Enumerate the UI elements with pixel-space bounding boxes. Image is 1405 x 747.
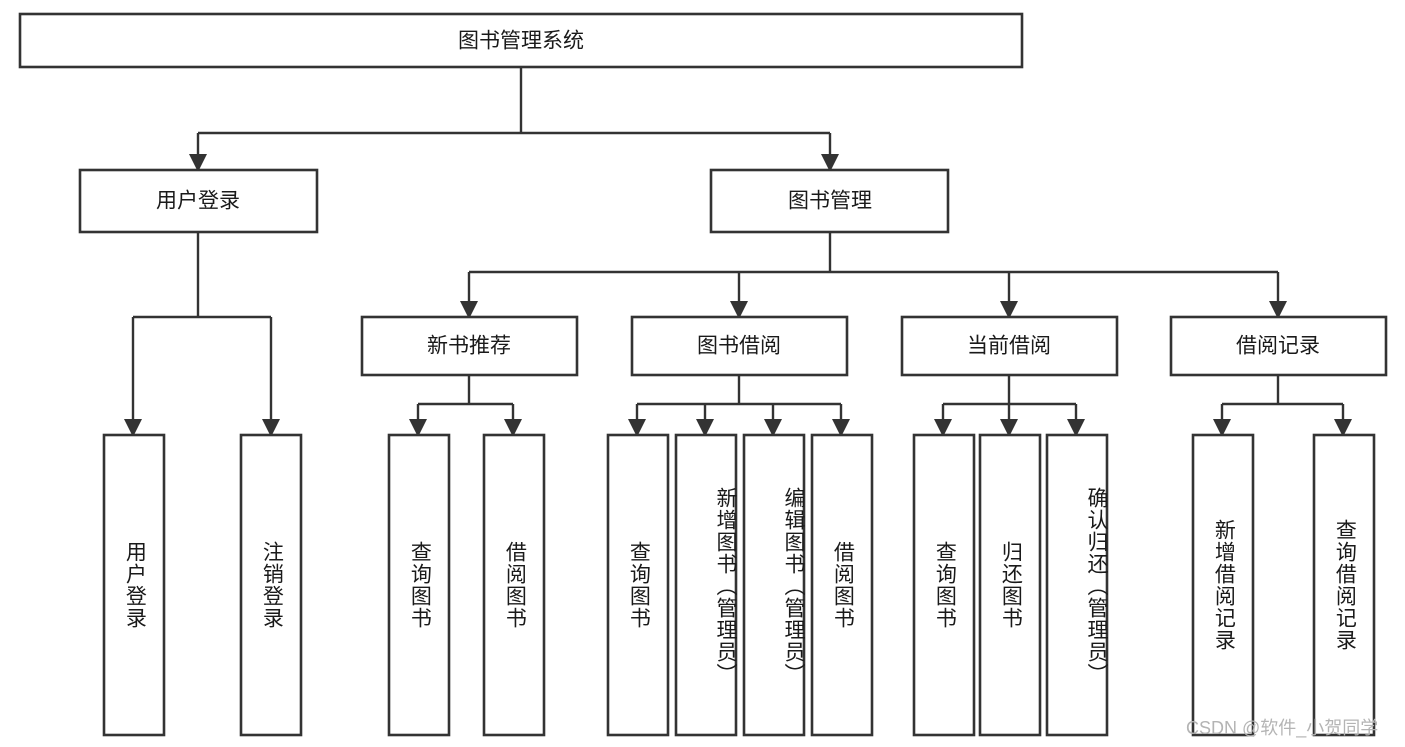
node-label-current-borrow: 当前借阅 (967, 335, 1051, 358)
node-leaf-borrow-book-2[interactable] (810, 433, 874, 737)
node-leaf-query-book-1[interactable] (387, 433, 451, 737)
node-current-borrow[interactable]: 当前借阅 (900, 315, 1119, 377)
node-leaf-query-record[interactable] (1312, 433, 1376, 737)
connector-group-book-management (460, 232, 1287, 319)
node-leaf-logout-login[interactable] (239, 433, 303, 737)
node-label-user-login: 用户登录 (156, 190, 240, 213)
node-label-new-book-recommend: 新书推荐 (427, 335, 511, 358)
node-new-book-recommend[interactable]: 新书推荐 (360, 315, 579, 377)
node-root-system[interactable]: 图书管理系统 (18, 12, 1024, 69)
node-book-borrow[interactable]: 图书借阅 (630, 315, 849, 377)
node-leaf-query-book-3[interactable] (912, 433, 976, 737)
node-leaf-add-record[interactable] (1191, 433, 1255, 737)
connector-group-root (189, 67, 839, 172)
node-label-borrow-record: 借阅记录 (1236, 335, 1320, 358)
connector-group-user-login (124, 232, 280, 437)
connector-group-current-borrow (934, 375, 1085, 437)
connector-group-book-borrow (628, 375, 850, 437)
node-user-login[interactable]: 用户登录 (78, 168, 319, 234)
node-leaf-user-login[interactable] (102, 433, 166, 737)
node-leaf-confirm-return[interactable] (1045, 433, 1109, 737)
node-label-root: 图书管理系统 (458, 30, 584, 53)
node-leaf-query-book-2[interactable] (606, 433, 670, 737)
node-label-book-management: 图书管理 (788, 190, 872, 213)
node-book-management[interactable]: 图书管理 (709, 168, 950, 234)
node-leaf-add-book[interactable] (674, 433, 738, 737)
node-borrow-record[interactable]: 借阅记录 (1169, 315, 1388, 377)
node-leaf-borrow-book-1[interactable] (482, 433, 546, 737)
connector-group-borrow-record (1213, 375, 1352, 437)
node-leaf-return-book[interactable] (978, 433, 1042, 737)
node-label-book-borrow: 图书借阅 (697, 335, 781, 358)
csdn-watermark: CSDN @软件_小贺同学 (1186, 718, 1379, 738)
connector-group-new-book-recommend (409, 375, 522, 437)
node-leaf-edit-book[interactable] (742, 433, 806, 737)
